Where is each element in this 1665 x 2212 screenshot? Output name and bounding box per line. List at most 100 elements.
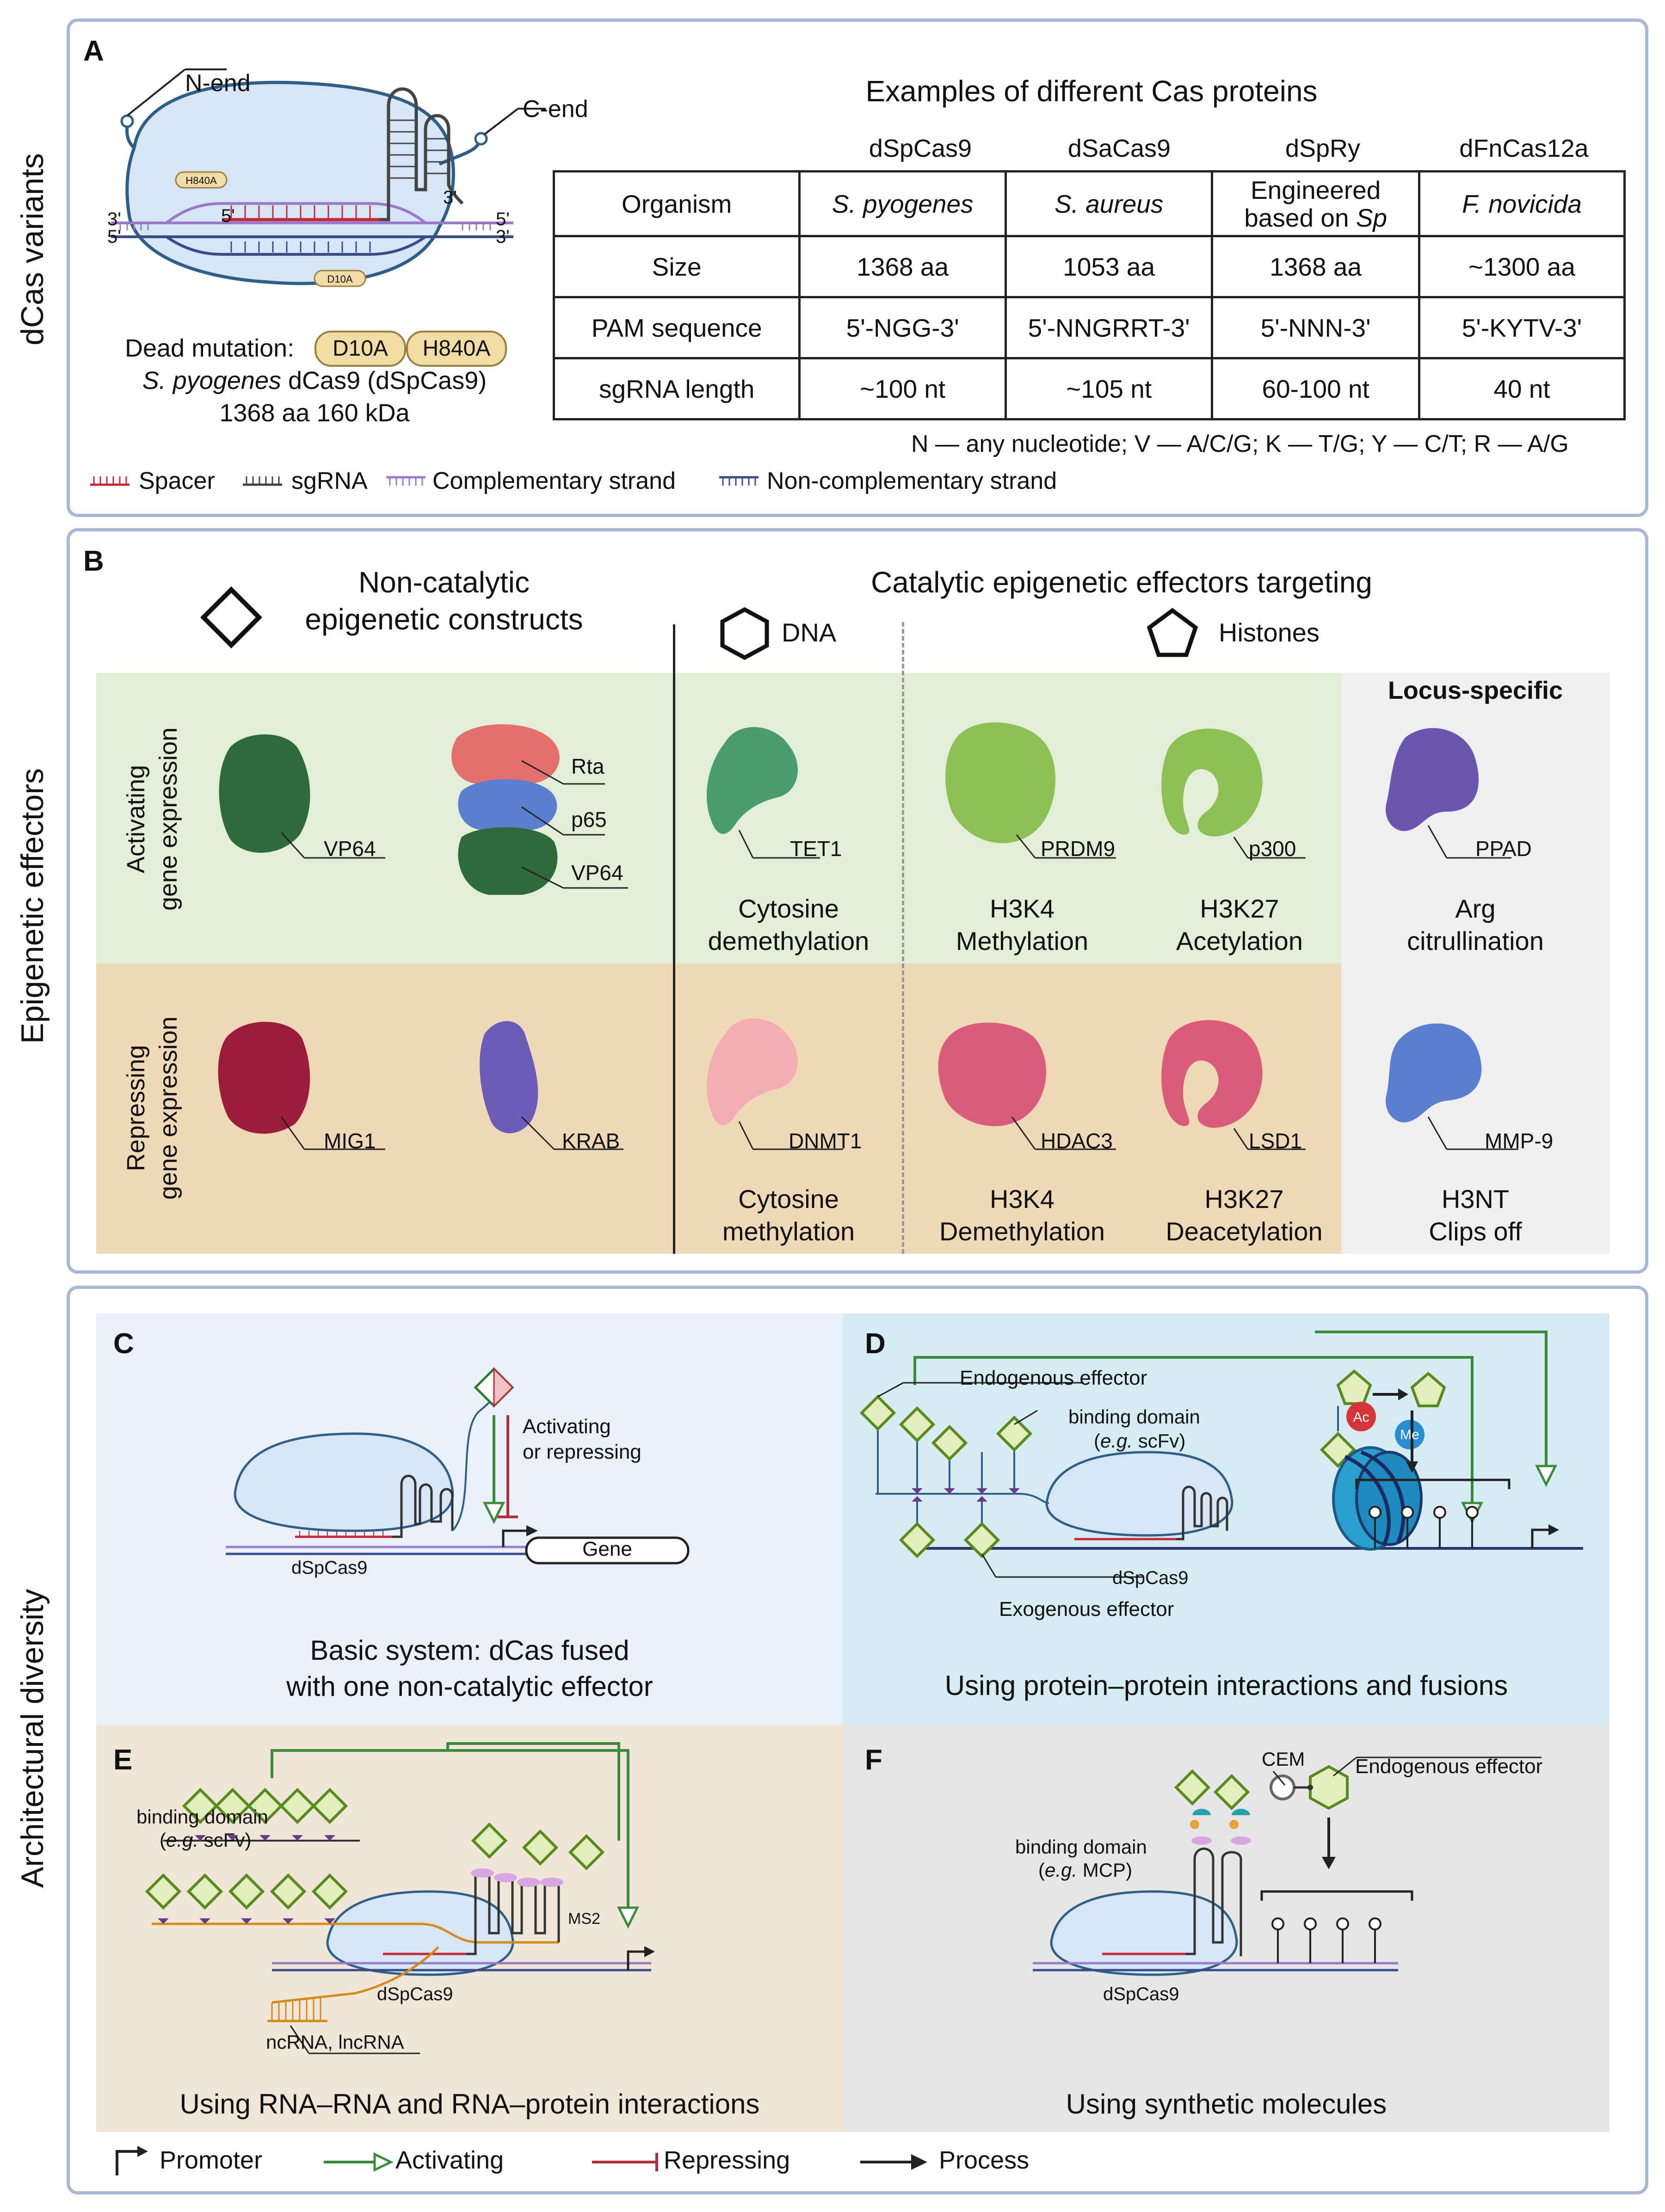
catalytic-title: Catalytic epigenetic effectors targeting [871, 566, 1372, 599]
strand-5-right: 5' [496, 209, 510, 229]
pentagon-icon [1147, 608, 1198, 657]
label-p300: p300 [1249, 837, 1296, 861]
legend-process: Process [939, 2146, 1030, 2174]
label-rta: Rta [571, 754, 604, 778]
label-lsd1: LSD1 [1249, 1129, 1302, 1153]
row-label: sgRNA length [552, 357, 801, 420]
legend-promoter: Promoter [160, 2146, 263, 2174]
panel-f-letter: F [865, 1744, 882, 1776]
binding-domain-f-2: (e.g. MCP) [1038, 1859, 1133, 1881]
side-label-epigenetic-effectors: Epigenetic effectors [15, 768, 50, 1044]
krab-blob [480, 1021, 538, 1134]
locus-specific-title: Locus-specific [1388, 677, 1563, 704]
size-line: 1368 aa 160 kDa [219, 399, 410, 427]
d10a-small-badge: D10A [327, 273, 353, 285]
dnmt1-blob [707, 1018, 798, 1126]
panel-f-diagram [1033, 1756, 1542, 1976]
cell: ~105 nt [1005, 357, 1214, 420]
side-label-architectural-diversity: Architectural diversity [15, 1589, 50, 1888]
ppad-blob [1386, 728, 1479, 831]
legend-spacer: Spacer [139, 468, 215, 494]
noncatalytic-title-2: epigenetic constructs [305, 603, 583, 636]
label-p65: p65 [571, 807, 607, 832]
panel-e-caption: Using RNA–RNA and RNA–protein interactio… [179, 2089, 760, 2120]
col-dsacas9: dSaCas9 [1067, 135, 1171, 162]
cell: 40 nt [1418, 357, 1626, 420]
badge-d10a: D10A [314, 331, 406, 367]
ac-label: Ac [1353, 1410, 1369, 1425]
panel-d-dcas-label: dSpCas9 [1112, 1568, 1189, 1588]
cell: 60-100 nt [1211, 357, 1421, 420]
mig1-blob [218, 1022, 310, 1134]
n-end-label: N-end [185, 70, 251, 97]
endogenous-effector-d: Endogenous effector [960, 1367, 1147, 1389]
c-end-label: C-end [523, 96, 588, 123]
c-end-circle [474, 132, 488, 146]
legend-repressing: Repressing [664, 2146, 790, 2174]
panel-f-caption: Using synthetic molecules [1066, 2089, 1387, 2120]
cell: 1368 aa [798, 235, 1007, 298]
panel-c-letter: C [113, 1328, 134, 1360]
panel-d-caption: Using protein–protein interactions and f… [944, 1670, 1508, 1701]
cell: 1053 aa [1005, 235, 1214, 298]
panel-c-dcas-label: dSpCas9 [291, 1558, 368, 1578]
cell: S. aureus [1005, 170, 1214, 237]
col-dspcas9: dSpCas9 [869, 135, 972, 162]
cell: 5'-NGG-3' [798, 296, 1007, 359]
row-label: PAM sequence [552, 296, 801, 359]
strand-5-left: 5' [107, 227, 121, 247]
binding-domain-e-1: binding domain [136, 1806, 268, 1828]
cell: ~100 nt [798, 357, 1007, 420]
label-vp64: VP64 [324, 837, 376, 861]
hairpin-3-label: 3' [443, 187, 457, 208]
cell: F. novicida [1418, 170, 1626, 237]
cem-label: CEM [1262, 1748, 1305, 1770]
noncatalytic-title-1: Non-catalytic [358, 566, 530, 599]
species-line: S. pyogenes dCas9 (dSpCas9) [142, 367, 487, 394]
binding-domain-e-2: (e.g. scFv) [160, 1829, 252, 1851]
legend-sgrna: sgRNA [291, 468, 368, 494]
dead-mutation-label: Dead mutation: [125, 334, 295, 362]
label-hdac3: HDAC3 [1041, 1129, 1113, 1153]
legend-complementary-icon [386, 476, 426, 486]
col-dspry: dSpRy [1285, 135, 1361, 162]
label-krab: KRAB [562, 1129, 620, 1153]
cell: ~1300 aa [1418, 235, 1626, 298]
cell: 1368 aa [1211, 235, 1421, 298]
dashed-divider [902, 622, 904, 1254]
legend-noncomplementary: Non-complementary strand [767, 468, 1057, 494]
label-dnmt1: DNMT1 [789, 1129, 862, 1153]
binding-domain-d-1: binding domain [1068, 1406, 1200, 1428]
ms2-label: MS2 [568, 1910, 600, 1928]
strand-3-left: 3' [107, 209, 121, 229]
legend-spacer-icon [90, 476, 130, 486]
dcas9-schematic [111, 68, 546, 287]
histones-label: Histones [1219, 618, 1320, 647]
panel-e-dcas-label: dSpCas9 [377, 1984, 453, 2004]
binding-domain-f-1: binding domain [1015, 1836, 1147, 1858]
lsd1-blob [1161, 1020, 1263, 1128]
vp64-blob-2 [458, 827, 558, 895]
cell: S. pyogenes [798, 170, 1007, 237]
strand-3-right: 3' [496, 227, 510, 247]
label-mmp9: MMP-9 [1485, 1129, 1554, 1153]
ncrna-label: ncRNA, lncRNA [266, 2031, 404, 2053]
nucleotide-footnote: N — any nucleotide; V — A/C/G; K — T/G; … [911, 431, 1569, 457]
me-label: Me [1400, 1427, 1419, 1442]
spacer-5-label: 5' [221, 206, 235, 226]
legend-complementary: Complementary strand [432, 468, 676, 494]
panel-d-letter: D [865, 1328, 886, 1360]
panel-e-letter: E [113, 1744, 133, 1776]
prdm9-blob [945, 722, 1055, 844]
label-ppad: PPAD [1475, 837, 1532, 861]
label-prdm9: PRDM9 [1041, 837, 1116, 861]
cell: 5'-NNGRRT-3' [1005, 296, 1214, 359]
badge-h840a: H840A [406, 331, 507, 367]
endogenous-effector-f: Endogenous effector [1355, 1755, 1543, 1778]
